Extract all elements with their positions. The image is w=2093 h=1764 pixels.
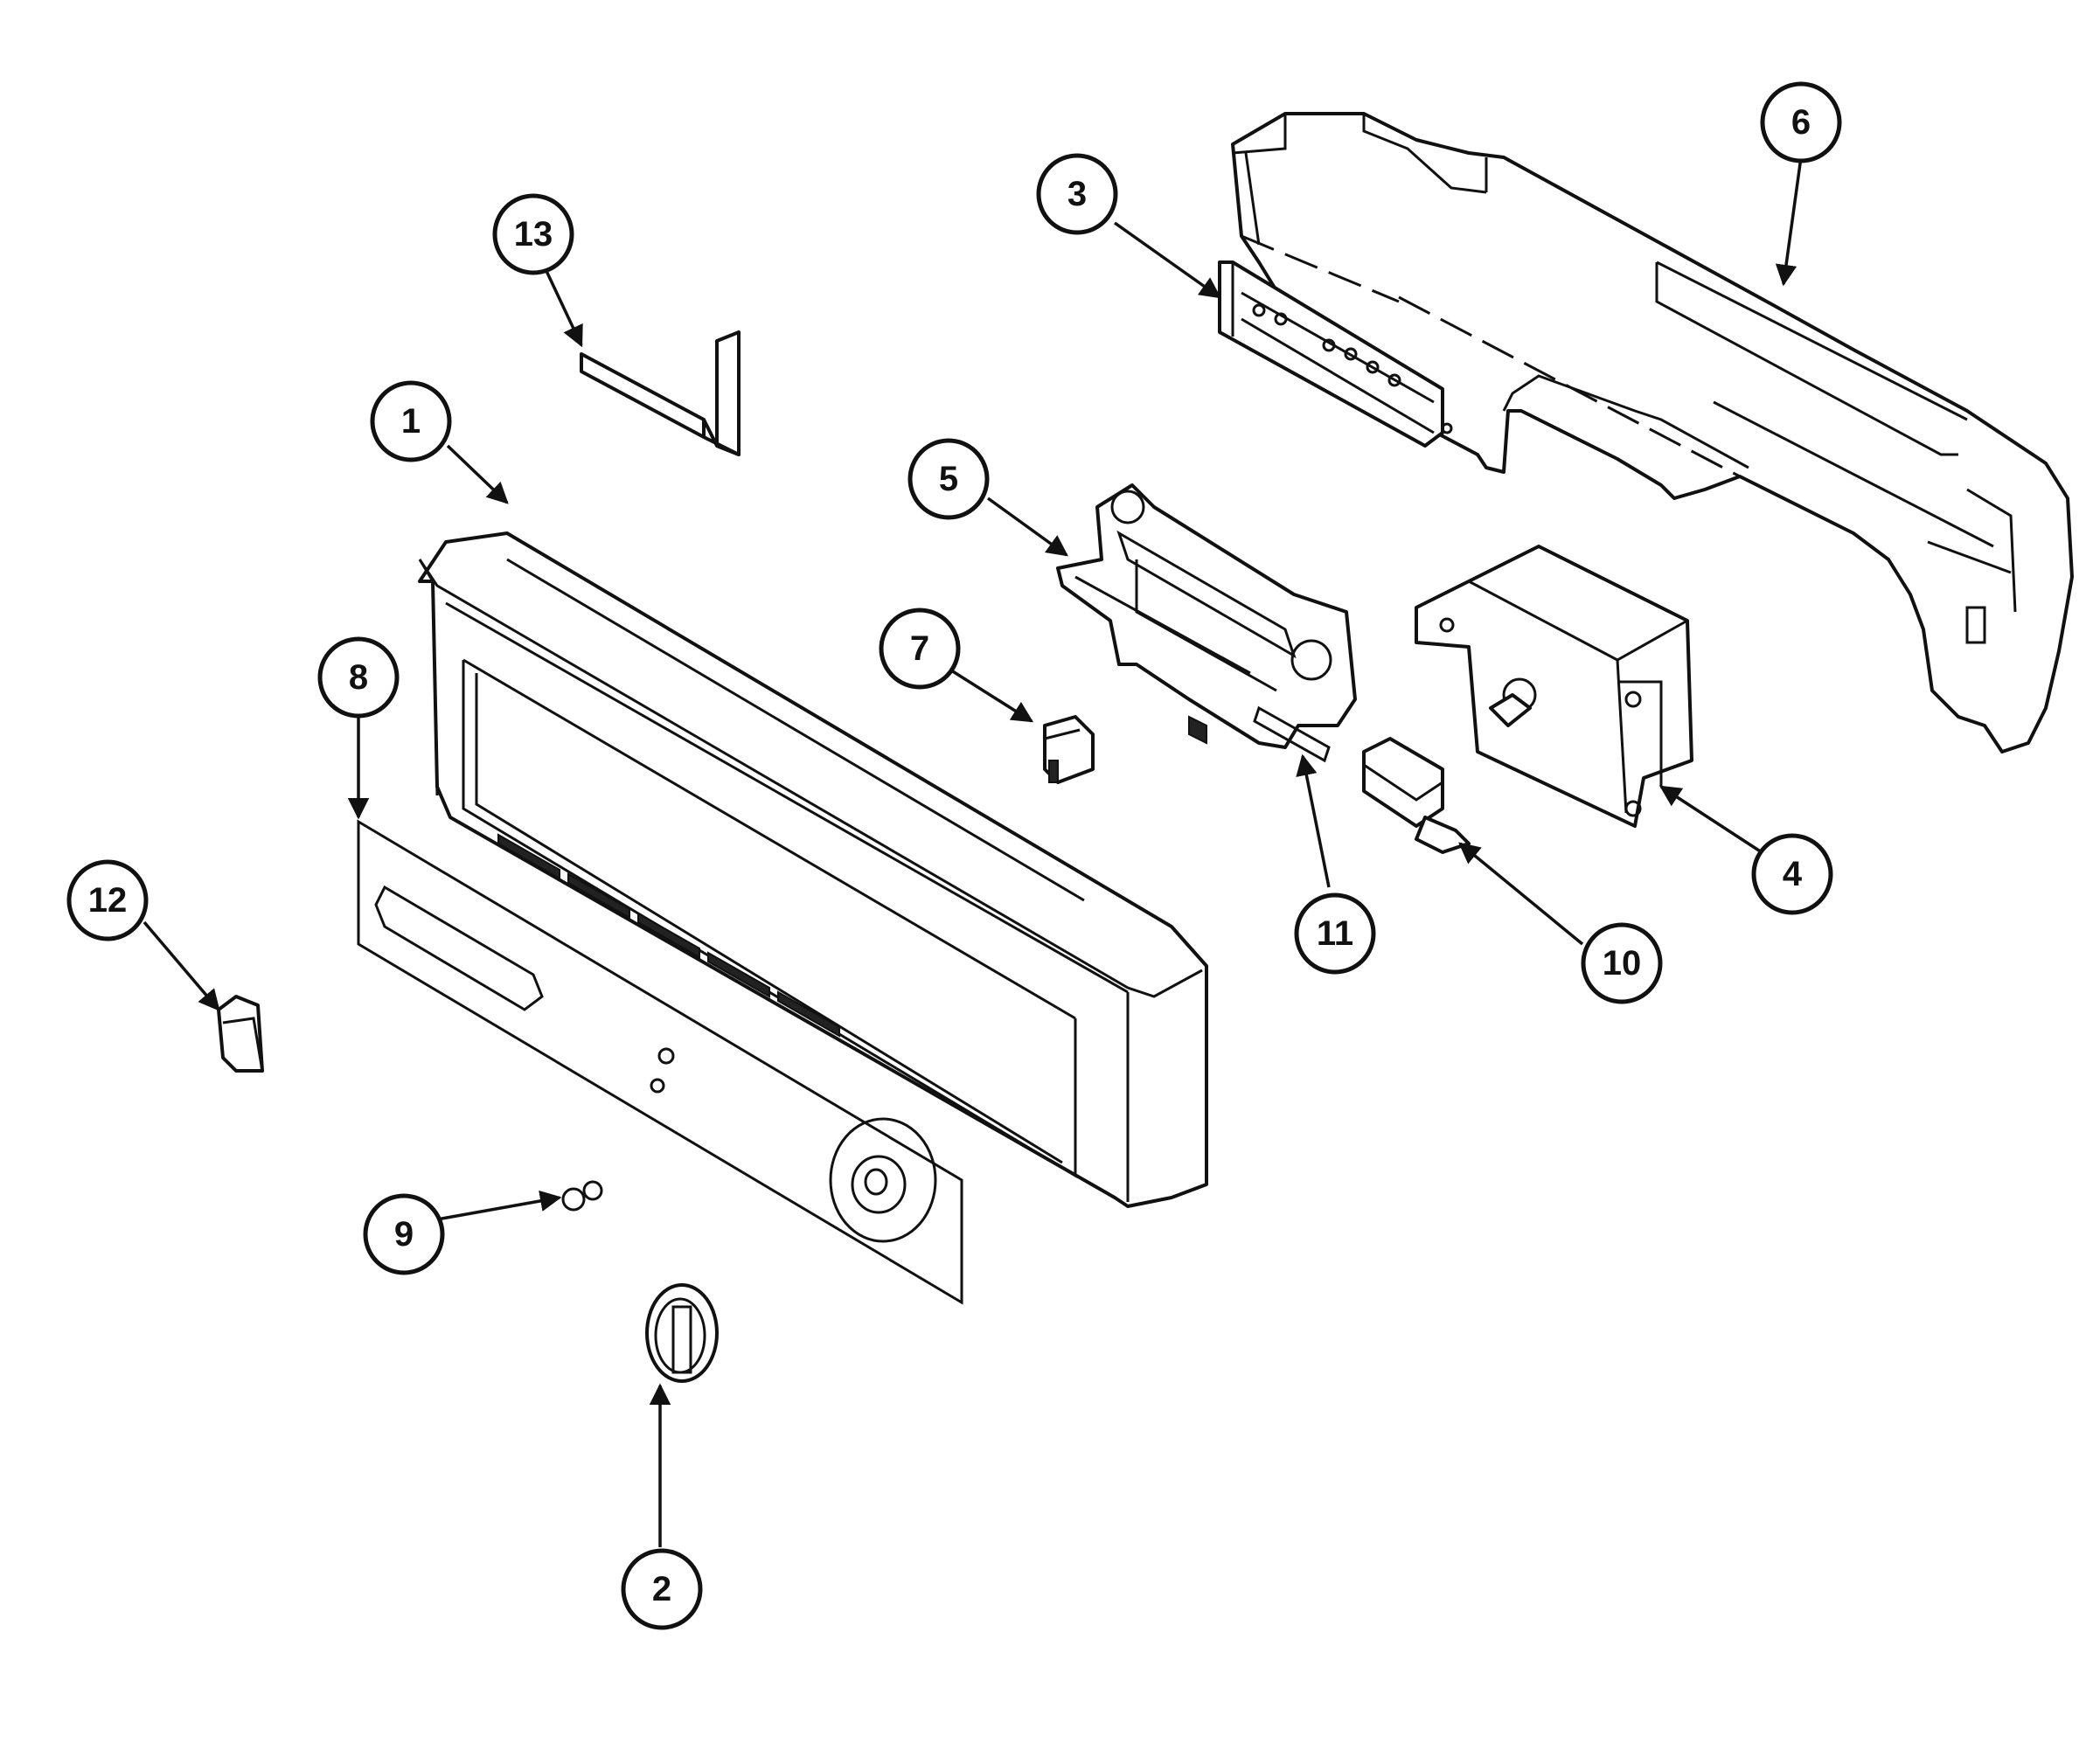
- callout-13-label: 13: [514, 215, 553, 253]
- callout-2-label: 2: [652, 1570, 671, 1608]
- callout-11-label: 11: [1317, 914, 1353, 953]
- part-3-terminal-block: [1218, 260, 1453, 448]
- callout-9: 9: [363, 1193, 445, 1275]
- part-9-bushings: [561, 1180, 603, 1212]
- part-1-console-panel: [418, 531, 1208, 1208]
- part-8-overlay: [357, 819, 963, 1305]
- callout-8-label: 8: [349, 658, 368, 697]
- callout-3: 3: [1036, 153, 1118, 235]
- part-6-rear-housing: [1231, 112, 2074, 754]
- callout-3-label: 3: [1067, 175, 1087, 213]
- callout-10: 10: [1581, 922, 1663, 1004]
- callout-10-label: 10: [1603, 944, 1642, 983]
- part-12-button: [217, 995, 264, 1073]
- leader-lines: [143, 156, 1803, 1547]
- callout-9-label: 9: [394, 1215, 414, 1254]
- part-5-door-latch: [1056, 483, 1357, 763]
- part-4-timer: [1415, 545, 1693, 828]
- callout-4: 4: [1751, 833, 1833, 915]
- callout-12-label: 12: [88, 881, 128, 920]
- callout-4-label: 4: [1783, 855, 1803, 893]
- callout-6-label: 6: [1791, 103, 1811, 142]
- part-7-switch: [1043, 715, 1095, 784]
- callout-1-label: 1: [401, 402, 421, 441]
- callout-2: 2: [621, 1548, 703, 1630]
- callout-13: 13: [492, 193, 574, 275]
- callout-5-label: 5: [939, 460, 958, 498]
- callout-7-label: 7: [910, 629, 929, 668]
- callout-7: 7: [879, 608, 961, 690]
- callout-1: 1: [370, 380, 452, 462]
- callout-8: 8: [317, 636, 400, 719]
- callout-12: 12: [66, 859, 149, 941]
- callout-5: 5: [907, 438, 990, 520]
- callout-11: 11: [1294, 892, 1376, 975]
- callout-6: 6: [1760, 81, 1842, 163]
- part-10-micro-switch: [1362, 737, 1471, 854]
- part-2-knob: [645, 1283, 719, 1383]
- part-13-seal-strip: [580, 330, 741, 456]
